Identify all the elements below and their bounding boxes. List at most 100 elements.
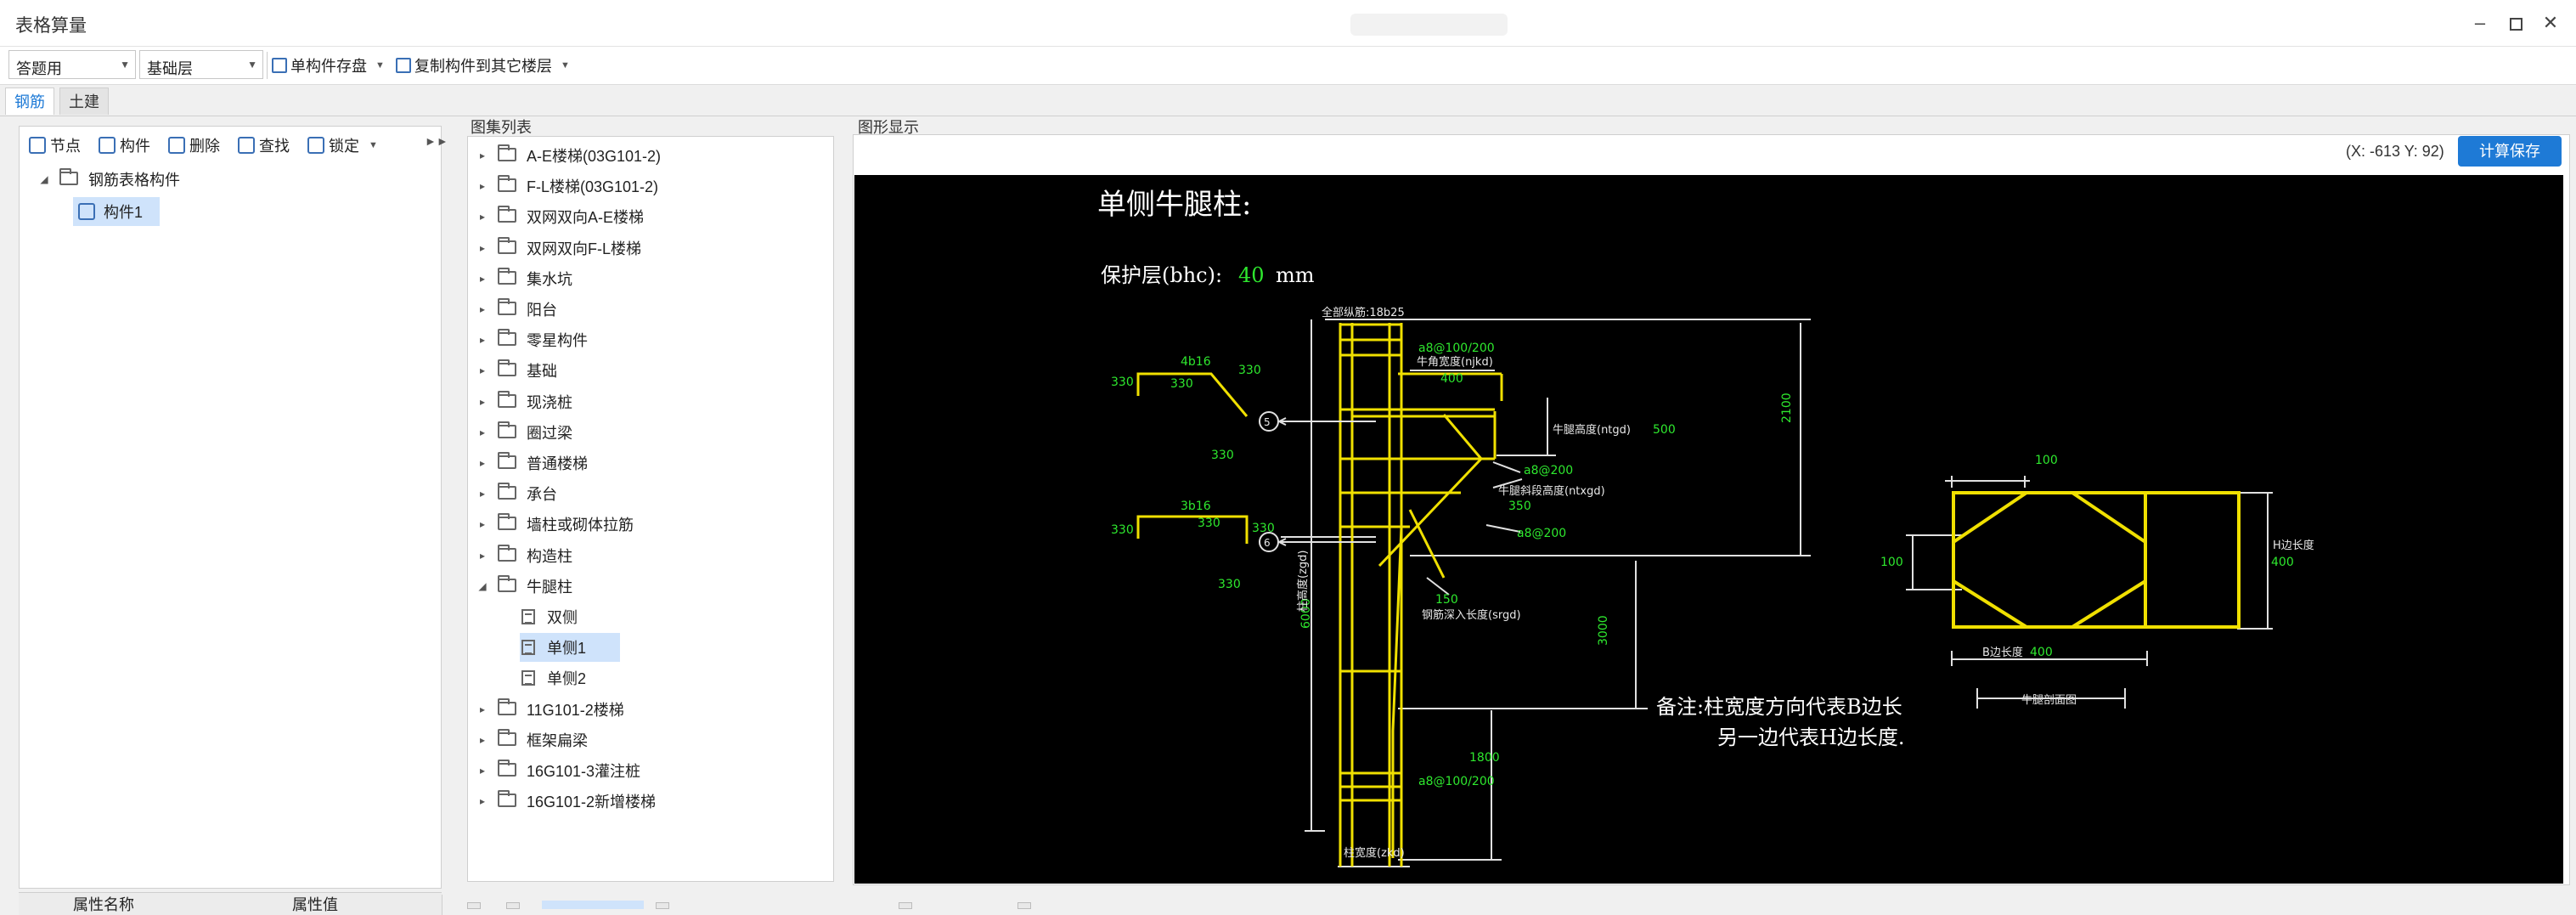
folder-icon (498, 175, 516, 193)
tree-component-1[interactable]: 构件1 (73, 197, 161, 226)
layer-select[interactable]: 基础层 ▼ (139, 50, 263, 79)
copy-to-layer-label: 复制构件到其它楼层 (414, 58, 552, 75)
dim-330: 330 (1111, 523, 1134, 537)
expand-caret-icon[interactable]: ▸ (479, 765, 486, 777)
tab-rebar[interactable]: 钢筋 (5, 88, 54, 115)
expand-caret-icon[interactable]: ▸ (479, 334, 486, 347)
callout-5-label: 5 (1264, 416, 1271, 428)
delete-button[interactable]: 删除 (168, 134, 220, 156)
lock-button[interactable]: 锁定▼ (307, 134, 378, 156)
atlas-folder[interactable]: ▸ 框架扁梁 (476, 726, 588, 754)
calculate-save-button[interactable]: 计算保存 (2458, 136, 2562, 167)
close-icon[interactable]: ✕ (2542, 12, 2559, 33)
atlas-folder[interactable]: ▸双网双向F-L楼梯 (476, 234, 641, 263)
dim-330: 330 (1198, 517, 1220, 530)
atlas-item-label: 普通楼梯 (527, 455, 588, 472)
expand-caret-icon[interactable]: ▸ (479, 703, 486, 715)
expand-caret-icon[interactable]: ▸ (479, 303, 486, 315)
atlas-folder[interactable]: ▸ 集水坑 (476, 264, 572, 293)
atlas-folder[interactable]: ▸零星构件 (476, 325, 588, 354)
expand-caret-icon[interactable]: ▸ (479, 180, 486, 193)
atlas-item-label: 集水坑 (527, 270, 572, 288)
expand-caret-icon[interactable]: ▸ (479, 733, 486, 746)
atlas-folder[interactable]: ▸ 基础 (476, 356, 557, 385)
copy-to-layer-button[interactable]: 复制构件到其它楼层 ▼ (396, 54, 570, 77)
atlas-folder[interactable]: ▸ 普通楼梯 (476, 449, 588, 477)
component-icon (78, 203, 95, 220)
atlas-folder[interactable]: ◢牛腿柱 (476, 572, 572, 601)
dim-400: 400 (2271, 556, 2294, 569)
atlas-item[interactable]: 双侧 (520, 602, 578, 631)
stirrup-a8-200: a8@200 (1524, 464, 1573, 477)
atlas-folder[interactable]: ▸圈过梁 (476, 418, 572, 447)
atlas-item-label: 现浇桩 (527, 393, 572, 411)
folder-icon (498, 421, 516, 438)
floor-group-select[interactable]: 答题用 ▼ (8, 50, 136, 79)
bottom-tool-3[interactable] (656, 902, 669, 909)
expand-caret-icon[interactable]: ▸ (479, 364, 486, 377)
expand-caret-icon[interactable]: ▸ (479, 395, 486, 408)
bottom-tool-1[interactable] (467, 902, 481, 909)
expand-caret-icon[interactable]: ▸ (479, 488, 486, 500)
expand-more-icon[interactable]: ►► (425, 134, 448, 148)
atlas-folder[interactable]: ▸A-E楼梯(03G101-2) (476, 141, 661, 170)
collapse-caret-icon[interactable]: ◢ (478, 579, 487, 592)
atlas-folder[interactable]: ▸16G101-2新增楼梯 (476, 787, 656, 816)
folder-icon (498, 144, 516, 161)
tab-civil[interactable]: 土建 (59, 88, 109, 115)
document-icon (521, 640, 535, 656)
save-icon (272, 58, 287, 73)
save-single-component-button[interactable]: 单构件存盘 ▼ (272, 54, 385, 77)
folder-icon (498, 544, 516, 562)
bottom-tool-5[interactable] (1017, 902, 1031, 909)
maximize-icon[interactable] (2499, 8, 2533, 37)
expand-caret-icon[interactable]: ▸ (479, 272, 486, 285)
bottom-tool-4[interactable] (899, 902, 912, 909)
expand-caret-icon[interactable]: ▸ (479, 549, 486, 562)
bottom-tool-2[interactable] (506, 902, 520, 909)
component-button[interactable]: 构件 (99, 134, 150, 156)
atlas-folder[interactable]: ▸双网双向A-E楼梯 (476, 202, 644, 231)
atlas-item[interactable]: 单侧1 (520, 633, 621, 663)
cover-unit: mm (1276, 263, 1315, 287)
atlas-item-label: 阳台 (527, 302, 557, 319)
dim-330: 330 (1111, 376, 1134, 389)
atlas-folder[interactable]: ▸ 阳台 (476, 295, 557, 324)
corbel-width-label: 牛角宽度(njkd) (1417, 355, 1493, 369)
dropdown-arrow-icon[interactable]: ▼ (561, 60, 570, 71)
expand-caret-icon[interactable]: ▸ (479, 150, 486, 161)
node-button[interactable]: 节点 (29, 134, 81, 156)
atlas-folder[interactable]: ▸16G101-3灌注桩 (476, 756, 640, 785)
expand-caret-icon[interactable]: ▸ (479, 795, 486, 808)
expand-caret-icon[interactable]: ▸ (479, 426, 486, 438)
atlas-item[interactable]: 单侧2 (520, 664, 586, 692)
slope-height-label: 牛腿斜段高度(ntxgd) (1498, 484, 1605, 498)
atlas-folder[interactable]: ▸ 构造柱 (476, 541, 572, 570)
atlas-folder[interactable]: ▸承台 (476, 479, 557, 508)
atlas-folder[interactable]: ▸墙柱或砌体拉筋 (476, 510, 634, 539)
expand-caret-icon[interactable]: ▸ (479, 518, 486, 531)
atlas-folder[interactable]: ▸ 现浇桩 (476, 387, 572, 416)
dropdown-arrow-icon[interactable]: ▼ (369, 140, 378, 150)
drawing-canvas[interactable]: 单侧牛腿柱: 保护层(bhc): 40 mm (854, 175, 2563, 884)
expand-caret-icon[interactable]: ▸ (479, 457, 486, 469)
atlas-item-label: 构造柱 (527, 547, 572, 565)
minimize-icon[interactable]: – (2474, 12, 2486, 33)
property-value-header: 属性值 (189, 895, 442, 915)
cover-value: 40 (1238, 263, 1265, 287)
atlas-item-label: 11G101-2楼梯 (527, 701, 624, 719)
atlas-folder[interactable]: ▸ 11G101-2楼梯 (476, 695, 624, 724)
dim-400: 400 (1440, 372, 1463, 386)
atlas-item-label: 框架扁梁 (527, 731, 588, 749)
tree-root[interactable]: ◢ 钢筋表格构件 (37, 165, 180, 194)
bottom-tool-active[interactable] (542, 901, 644, 909)
title-bar: 表格算量 – ✕ (0, 0, 2576, 47)
atlas-item-label: 基础 (527, 363, 557, 381)
atlas-folder[interactable]: ▸F-L楼梯(03G101-2) (476, 172, 658, 201)
collapse-caret-icon[interactable]: ◢ (40, 173, 48, 185)
find-icon (238, 137, 255, 154)
dropdown-arrow-icon[interactable]: ▼ (375, 60, 385, 71)
find-button[interactable]: 查找 (238, 134, 290, 156)
expand-caret-icon[interactable]: ▸ (479, 241, 486, 254)
expand-caret-icon[interactable]: ▸ (479, 211, 486, 223)
